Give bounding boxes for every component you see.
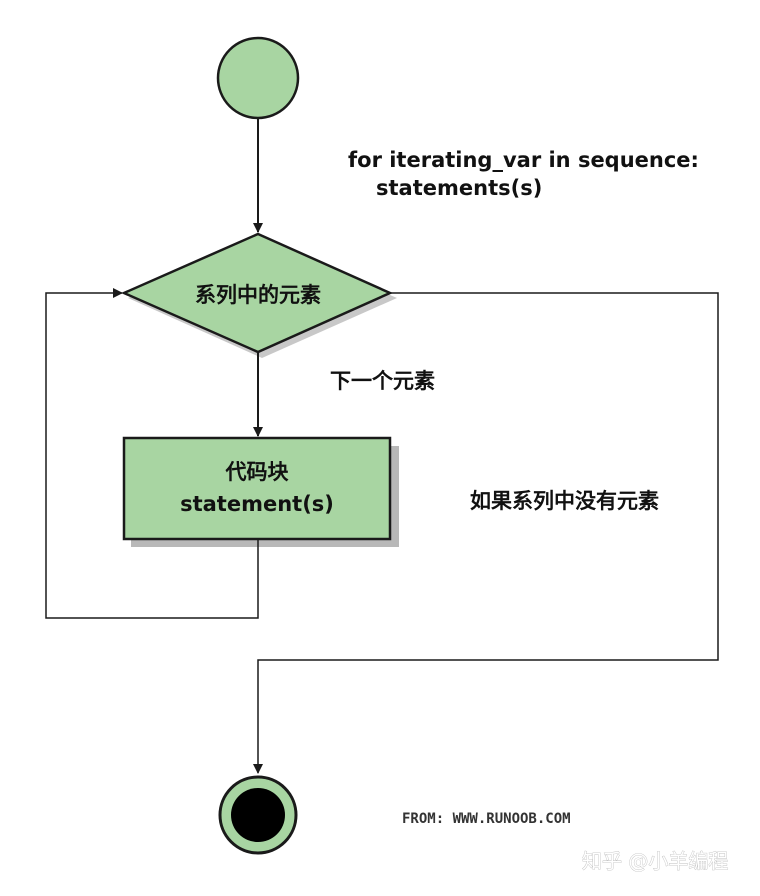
block-label-en: statement(s) (180, 492, 334, 516)
decision-label: 系列中的元素 (195, 283, 321, 307)
exit-line (253, 292, 719, 774)
block-label-cn: 代码块 (225, 460, 290, 484)
exit-label: 如果系列中没有元素 (470, 489, 659, 513)
start-node (216, 36, 300, 120)
watermark: 知乎 @小羊编程 (582, 849, 728, 873)
end-node-inner (231, 788, 285, 842)
source-credit: FROM: WWW.RUNOOB.COM (402, 811, 571, 827)
code-line-1: for iterating_var in sequence: (348, 148, 699, 172)
next-element-label: 下一个元素 (330, 369, 435, 393)
code-block (122, 436, 392, 541)
code-line-2: statements(s) (376, 176, 542, 200)
loop-back-line (45, 288, 259, 619)
